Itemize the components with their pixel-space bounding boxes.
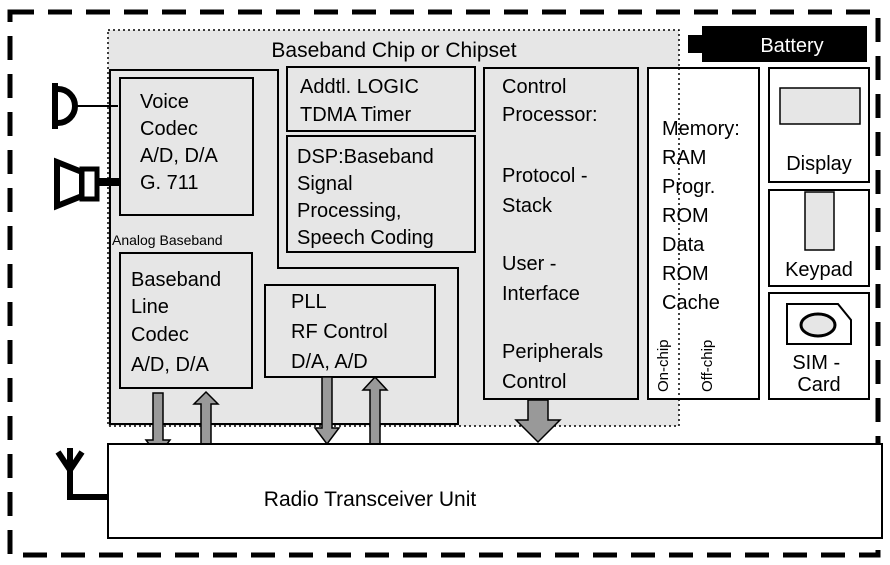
phone-boundary bbox=[7, 9, 881, 558]
baseband-line-codec-text: Baseband Line Codec A/D, D/A bbox=[131, 269, 227, 376]
voice-codec-box bbox=[119, 77, 254, 216]
sim-card-label: SIM - Card bbox=[792, 352, 845, 396]
speaker-icon bbox=[54, 157, 119, 211]
pll-rf-control-box bbox=[264, 284, 436, 378]
analog-baseband-label: Analog Baseband bbox=[112, 232, 223, 248]
battery-icon bbox=[688, 26, 867, 62]
sim-chip-icon bbox=[786, 303, 852, 345]
display-screen bbox=[779, 87, 861, 125]
sim-card-box bbox=[768, 292, 870, 400]
control-processor-text: Control Processor: Protocol - Stack User… bbox=[502, 76, 609, 393]
display-box bbox=[768, 67, 870, 183]
dsp-box bbox=[286, 135, 476, 253]
analog-baseband-outline bbox=[109, 69, 459, 425]
keypad-box bbox=[768, 189, 870, 287]
pll-rf-control-text: PLL RF Control D/A, A/D bbox=[291, 291, 393, 373]
on-chip-label: On-chip bbox=[655, 339, 672, 392]
arrow-down-pll bbox=[313, 376, 341, 446]
radio-transceiver-label: Radio Transceiver Unit bbox=[264, 488, 477, 511]
memory-box bbox=[647, 67, 760, 400]
antenna-icon bbox=[55, 448, 112, 500]
display-label: Display bbox=[786, 153, 852, 175]
battery-label: Battery bbox=[760, 35, 823, 57]
baseband-chip-title: Baseband Chip or Chipset bbox=[271, 39, 516, 62]
addtl-logic-text: Addtl. LOGIC TDMA Timer bbox=[300, 76, 425, 126]
voice-codec-text: Voice Codec A/D, D/A G. 711 bbox=[140, 91, 222, 194]
memory-text: Memory: RAM Progr. ROM Data ROM Cache bbox=[662, 118, 745, 314]
baseband-chip-region bbox=[107, 29, 680, 427]
arrow-down-control-processor bbox=[514, 399, 562, 444]
addtl-logic-box bbox=[286, 66, 476, 132]
dsp-text: DSP:Baseband Signal Processing, Speech C… bbox=[297, 146, 439, 249]
keypad-label: Keypad bbox=[785, 259, 853, 281]
off-chip-label: Off-chip bbox=[699, 340, 716, 392]
control-processor-box bbox=[483, 67, 639, 400]
keypad-key bbox=[804, 191, 835, 251]
baseband-line-codec-box bbox=[119, 252, 253, 389]
radio-transceiver-box bbox=[107, 443, 883, 539]
microphone-icon bbox=[52, 83, 118, 129]
